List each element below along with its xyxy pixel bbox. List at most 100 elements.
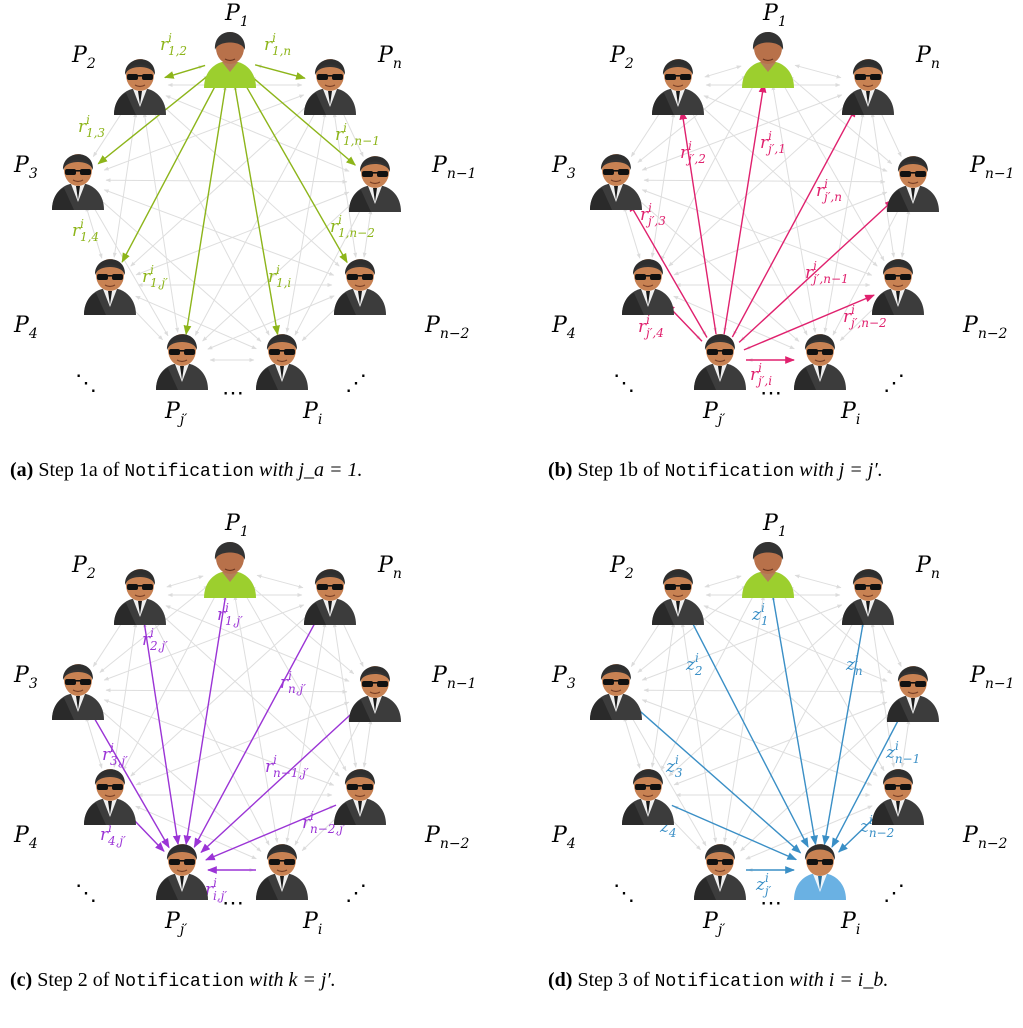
- participant-p1-icon: [203, 541, 257, 599]
- node-label-p1: P1: [224, 1, 249, 30]
- arrow-pj-to-p1: [723, 82, 767, 335]
- arrow-pj-to-pn2: [743, 294, 875, 351]
- participant-pn-icon: [841, 58, 895, 116]
- node-label-p3: P3: [551, 153, 576, 182]
- arrow-pn1-to-pi: [831, 714, 902, 848]
- panel-caption: (a) Step 1a of Notification with j_a = 1…: [10, 459, 363, 482]
- participant-pn1-icon: [886, 665, 940, 723]
- participant-p3-icon: [589, 663, 643, 721]
- node-label-pn: Pn: [915, 553, 940, 582]
- background-edge: [105, 178, 348, 184]
- background-edge: [85, 716, 103, 769]
- diagonal-dots-left: ⋱: [613, 881, 635, 906]
- background-edge: [879, 619, 902, 668]
- background-edge: [673, 295, 795, 350]
- node-label-p3: P3: [551, 663, 576, 692]
- panel-caption: (b) Step 1b of Notification with j = j′.: [548, 459, 883, 482]
- background-edge: [879, 109, 902, 158]
- panel-d: zi1zi2zinzi3zin−1zi4zin−2zij′P1P2PnP3Pn−…: [548, 511, 1014, 992]
- node-label-p4: P4: [13, 313, 38, 342]
- node-label-pn2: Pn−2: [962, 313, 1008, 342]
- background-edge: [103, 189, 335, 276]
- diagonal-dots-right: ⋰: [883, 881, 905, 906]
- participant-pj-icon: [693, 333, 747, 391]
- participant-pn-icon: [303, 58, 357, 116]
- background-edge: [704, 65, 742, 78]
- arrow-p2-to-pi: [689, 617, 809, 848]
- background-edge: [105, 688, 348, 694]
- node-label-pn1: Pn−1: [431, 153, 476, 182]
- background-edge: [301, 304, 341, 341]
- arrow-p3-to-pi: [635, 706, 802, 854]
- horizontal-dots: ⋯: [760, 891, 782, 916]
- arrow-p1-to-pn: [254, 64, 306, 80]
- background-edge: [152, 619, 270, 846]
- arrow-p3-to-pj: [90, 712, 170, 849]
- background-edge: [630, 108, 664, 157]
- background-edge: [823, 112, 865, 333]
- background-edge: [623, 206, 641, 259]
- background-edge: [233, 595, 279, 843]
- node-label-p2: P2: [71, 553, 96, 582]
- background-edge: [194, 109, 318, 336]
- node-label-p4: P4: [13, 823, 38, 852]
- participant-p2-icon: [113, 58, 167, 116]
- node-label-pi: Pi: [840, 909, 860, 938]
- background-edge: [630, 618, 664, 667]
- panel-caption: (c) Step 2 of Notification with k = j′.: [10, 969, 336, 992]
- background-edge: [92, 618, 126, 667]
- arrow-p1-to-p4: [121, 80, 219, 263]
- background-edge: [673, 701, 888, 786]
- background-edge: [99, 585, 209, 673]
- participant-p1-icon: [741, 31, 795, 89]
- arrow-pj-to-pn1: [738, 198, 895, 343]
- background-edge: [135, 701, 350, 786]
- arrow-p4-to-pi: [671, 804, 798, 861]
- arrow-p1-to-pn1: [249, 74, 356, 166]
- node-label-p1: P1: [762, 511, 787, 540]
- background-edge: [362, 719, 373, 768]
- horizontal-dots: ⋯: [222, 381, 244, 406]
- background-edge: [839, 304, 879, 341]
- diagonal-dots-right: ⋰: [883, 371, 905, 396]
- participant-p2-icon: [651, 568, 705, 626]
- participant-pn-icon: [303, 568, 357, 626]
- node-label-p2: P2: [609, 43, 634, 72]
- node-label-pj: Pj′: [702, 909, 726, 938]
- participant-p2-icon: [651, 58, 705, 116]
- horizontal-dots: ⋯: [760, 381, 782, 406]
- background-edge: [166, 575, 204, 588]
- participant-pn-icon: [841, 568, 895, 626]
- background-edge: [142, 112, 180, 333]
- background-edge: [794, 574, 842, 589]
- diagonal-dots-right: ⋰: [345, 371, 367, 396]
- node-label-pj: Pj′: [702, 399, 726, 428]
- node-label-pi: Pi: [840, 399, 860, 428]
- arrow-p1-to-pj: [183, 83, 227, 336]
- node-label-p3: P3: [13, 153, 38, 182]
- arrow-pn-to-pj: [193, 617, 319, 848]
- node-label-pn2: Pn−2: [962, 823, 1008, 852]
- participant-pi-icon: [793, 333, 847, 391]
- participant-pi-icon: [255, 843, 309, 901]
- participant-pn2-icon: [333, 258, 387, 316]
- participant-p1-icon: [203, 31, 257, 89]
- node-label-p4: P4: [551, 823, 576, 852]
